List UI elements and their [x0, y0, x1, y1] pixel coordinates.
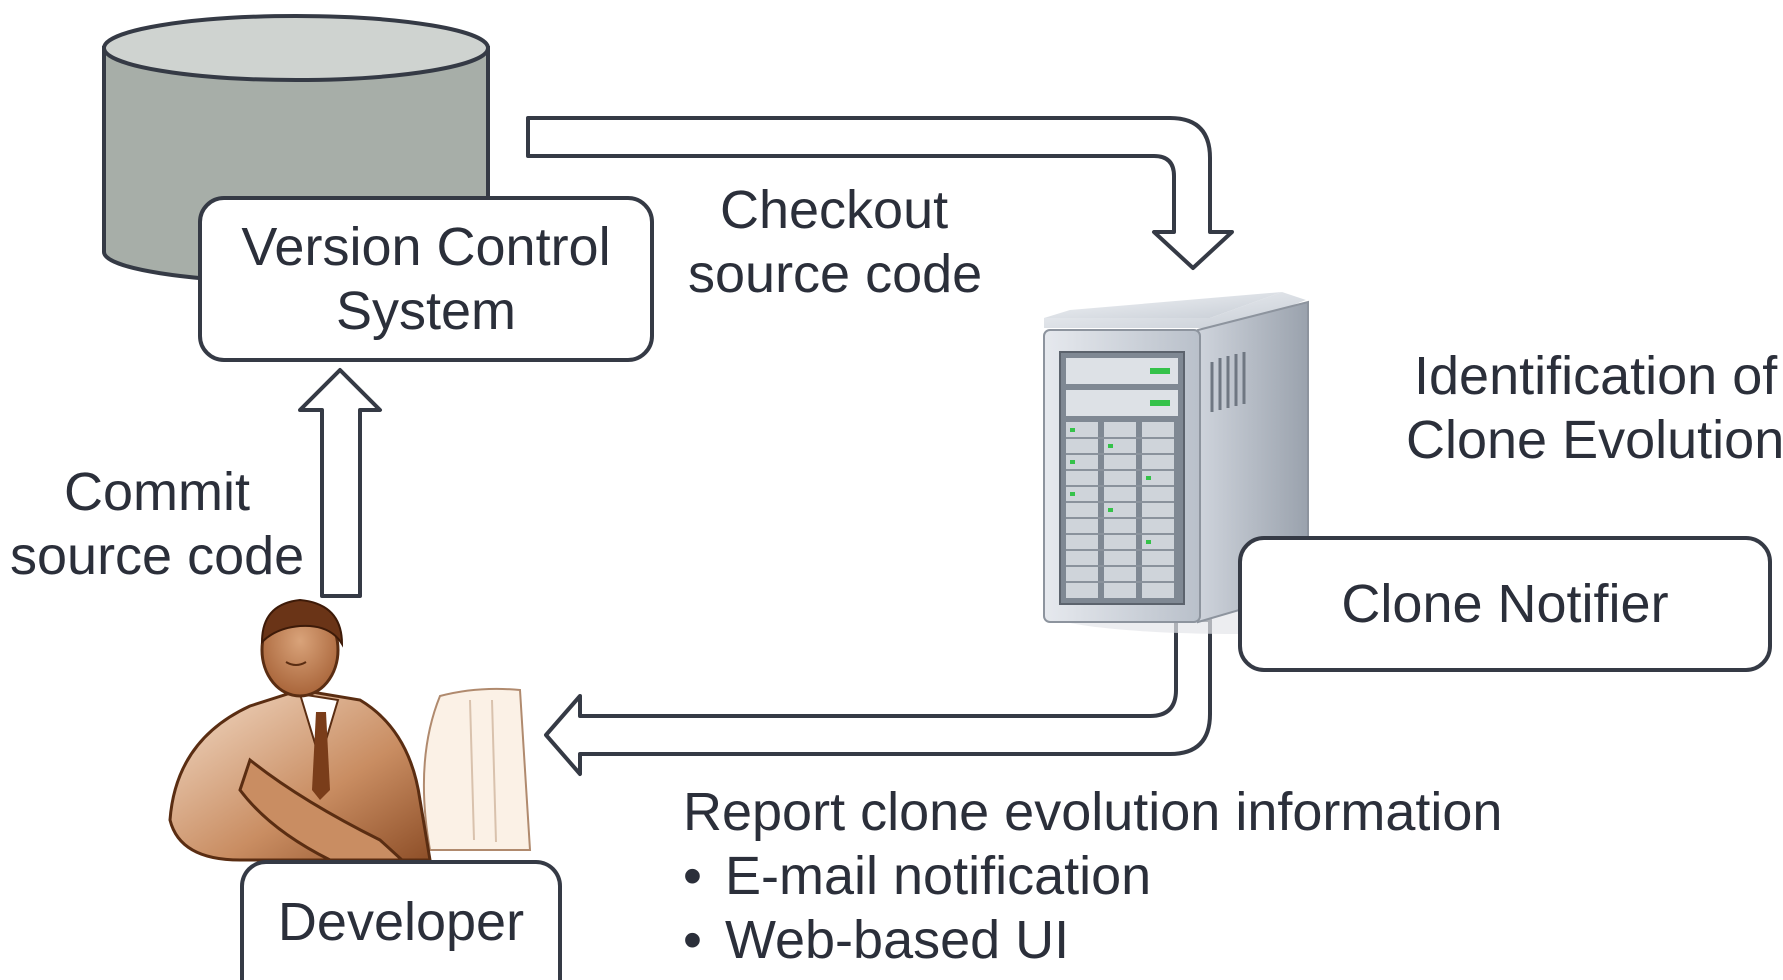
checkout-label-line1: Checkout: [720, 180, 949, 240]
vcs-label-line2: System: [335, 281, 517, 341]
clone-notifier-label: Clone Notifier: [1341, 574, 1669, 634]
identification-label-line2: Clone Evolution: [1406, 410, 1783, 470]
developer-node: Developer: [240, 860, 562, 980]
commit-label-line2: source code: [10, 526, 305, 586]
report-bullet-2: •Web-based UI: [683, 910, 1070, 970]
report-bullet-2-text: Web-based UI: [725, 910, 1070, 970]
vcs-node: Version Control System: [198, 196, 654, 362]
checkout-arrow: [526, 116, 1234, 270]
identification-label-line1: Identification of: [1414, 346, 1778, 406]
developer-label: Developer: [277, 892, 525, 952]
commit-label-line1: Commit: [64, 462, 250, 522]
commit-arrow: [298, 368, 382, 598]
report-arrow: [544, 618, 1212, 776]
checkout-label-line2: source code: [688, 244, 983, 304]
report-bullet-1: •E-mail notification: [683, 846, 1152, 906]
developer-icon: [168, 598, 532, 862]
clone-notifier-node: Clone Notifier: [1238, 536, 1772, 672]
vcs-label-line1: Version Control: [241, 217, 611, 277]
report-bullet-1-text: E-mail notification: [725, 846, 1152, 906]
report-label: Report clone evolution information: [683, 782, 1503, 842]
